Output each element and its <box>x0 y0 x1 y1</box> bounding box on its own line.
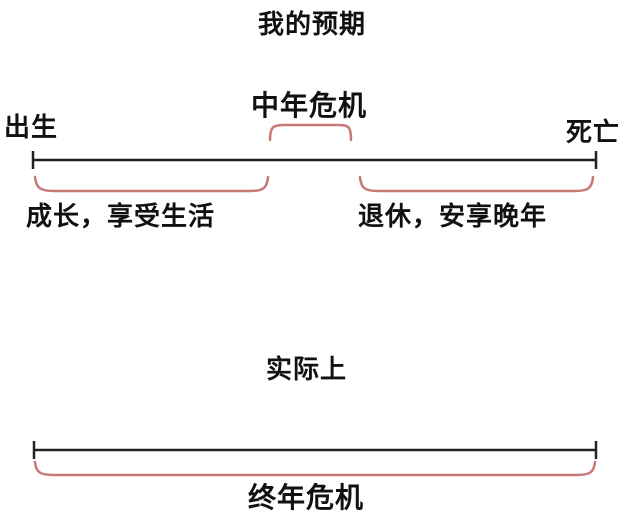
retirement-label: 退休，安享晚年 <box>358 202 548 232</box>
birth-label: 出生 <box>4 113 59 143</box>
lifelong-crisis-label: 终年危机 <box>248 481 365 514</box>
death-label: 死亡 <box>566 118 621 148</box>
lifelong-crisis-bracket <box>33 460 597 477</box>
reality-title: 实际上 <box>266 355 348 385</box>
expected-timeline <box>31 151 598 169</box>
retirement-bracket <box>358 175 595 193</box>
midlife-bracket <box>268 123 353 142</box>
growth-bracket <box>33 175 270 193</box>
expectation-title: 我的预期 <box>258 10 367 40</box>
actual-timeline <box>32 441 598 459</box>
growth-label: 成长，享受生活 <box>26 202 216 232</box>
midlife-crisis-label: 中年危机 <box>251 89 368 122</box>
